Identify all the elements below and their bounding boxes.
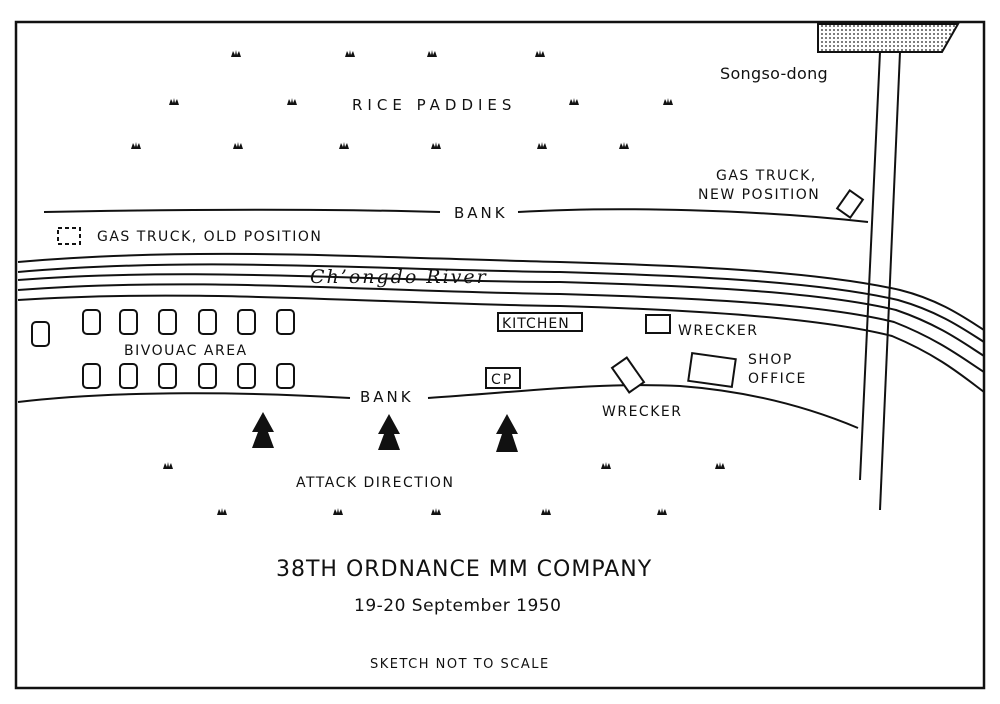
north-bank-line <box>43 208 869 223</box>
map-date: 19-20 September 1950 <box>354 596 561 616</box>
paddy-symbols-north <box>131 50 673 149</box>
south-bank-line <box>17 384 859 429</box>
gas-truck-old-label: GAS TRUCK, OLD POSITION <box>97 229 322 245</box>
cp-box <box>485 367 521 389</box>
shop-office-box <box>687 351 737 389</box>
place-label-songso-dong: Songso-dong <box>720 64 828 83</box>
scale-note: SKETCH NOT TO SCALE <box>370 657 550 672</box>
wrecker-lower-symbol <box>610 356 646 394</box>
kitchen-box <box>497 312 583 332</box>
bivouac-tents <box>31 309 295 389</box>
bivouac-area-label: BIVOUAC AREA <box>124 343 248 359</box>
paddy-symbols-south <box>163 462 725 515</box>
attack-arrow-2 <box>378 414 400 450</box>
attack-arrow-3 <box>496 414 518 452</box>
north-bank-label: BANK <box>454 204 508 222</box>
wrecker-upper-label: WRECKER <box>678 323 758 339</box>
wrecker-upper-symbol <box>645 314 671 334</box>
cp-label: CP <box>491 372 513 388</box>
river-label: Ch’ongdo River <box>310 266 488 288</box>
road <box>859 51 901 511</box>
rice-paddies-label: RICE PADDIES <box>352 96 516 114</box>
gas-truck-new-position-symbol <box>835 189 865 219</box>
wrecker-lower-label: WRECKER <box>602 404 682 420</box>
gas-truck-new-label-2: NEW POSITION <box>698 187 820 203</box>
map-title: 38TH ORDNANCE MM COMPANY <box>276 557 652 582</box>
south-bank-label: BANK <box>360 388 414 406</box>
attack-direction-label: ATTACK DIRECTION <box>296 475 454 491</box>
gas-truck-new-label-1: GAS TRUCK, <box>716 168 817 184</box>
village-block <box>817 23 960 53</box>
gas-truck-old-position-symbol <box>57 227 81 245</box>
shop-office-label-2: OFFICE <box>748 371 807 387</box>
kitchen-label: KITCHEN <box>502 316 570 332</box>
shop-office-label-1: SHOP <box>748 352 793 368</box>
attack-arrows <box>252 412 518 452</box>
river-channel <box>17 252 985 393</box>
attack-arrow-1 <box>252 412 274 448</box>
